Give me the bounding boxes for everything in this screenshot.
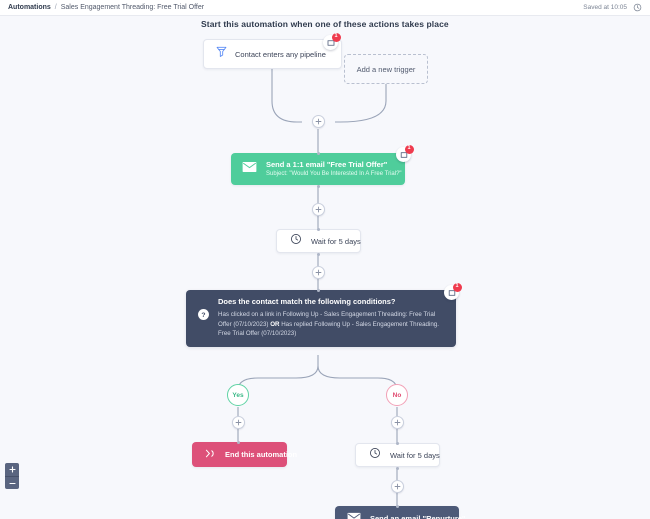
node-condition-branch[interactable]: ? Does the contact match the following c…: [186, 290, 456, 347]
email-node-badge[interactable]: 1: [396, 144, 414, 162]
node-title: Send a 1:1 email "Free Trial Offer": [266, 159, 388, 169]
node-send-email-renurture[interactable]: Send an email "Renurture": [335, 506, 465, 519]
node-end-automation[interactable]: End this automation: [192, 442, 297, 467]
badge-count: 1: [452, 282, 462, 292]
breadcrumb-current: Sales Engagement Threading: Free Trial O…: [60, 4, 205, 11]
funnel-filter-icon: [215, 45, 228, 63]
saved-status-label: Saved at 10:05: [583, 4, 627, 11]
node-anchor-top: [316, 288, 320, 292]
add-step-button-no-branch[interactable]: [390, 416, 404, 429]
end-flag-icon: [204, 446, 216, 464]
node-anchor-bottom: [316, 252, 320, 256]
breadcrumb-root-link[interactable]: Automations: [8, 4, 51, 11]
flow-connectors: [237, 68, 398, 506]
trigger-label: Contact enters any pipeline: [235, 49, 326, 59]
node-wait-5-days-1[interactable]: Wait for 5 days: [276, 229, 361, 253]
node-anchor-top: [395, 504, 399, 508]
zoom-out-button[interactable]: [5, 476, 19, 489]
automation-canvas[interactable]: Start this automation when one of these …: [0, 16, 650, 519]
condition-description: Has clicked on a link in Following Up - …: [218, 310, 445, 339]
branch-pill-yes[interactable]: Yes: [227, 384, 249, 406]
node-title: Wait for 5 days: [390, 450, 440, 460]
history-clock-icon[interactable]: [633, 3, 642, 12]
badge-count: 1: [404, 144, 414, 154]
node-anchor-top: [316, 227, 320, 231]
trigger-card-contact-enters-pipeline[interactable]: Contact enters any pipeline: [203, 39, 342, 69]
condition-clause-2: Has replied Following Up - Sales Engagem…: [218, 320, 439, 338]
trigger-badge[interactable]: 1: [323, 32, 341, 50]
condition-node-badge[interactable]: 1: [444, 282, 462, 300]
condition-operator: OR: [270, 320, 280, 328]
clock-icon: [369, 446, 381, 464]
badge-count: 1: [331, 32, 341, 42]
add-step-button-yes-branch[interactable]: [231, 416, 245, 429]
zoom-controls[interactable]: [5, 463, 19, 489]
node-subtitle: Subject: "Would You Be Interested In A F…: [266, 170, 402, 177]
add-step-button-after-wait-1[interactable]: [311, 266, 325, 279]
node-send-email-free-trial[interactable]: Send a 1:1 email "Free Trial Offer" Subj…: [231, 153, 405, 185]
node-anchor-top: [395, 441, 399, 445]
svg-text:?: ?: [201, 312, 205, 319]
node-title: End this automation: [225, 450, 298, 459]
add-trigger-label: Add a new trigger: [356, 64, 416, 74]
clock-icon: [290, 232, 302, 250]
condition-title: Does the contact match the following con…: [218, 297, 396, 306]
node-anchor-bottom: [395, 466, 399, 470]
trigger-card-add-new-trigger[interactable]: Add a new trigger: [344, 54, 428, 84]
node-wait-5-days-2[interactable]: Wait for 5 days: [355, 443, 440, 467]
node-title: Wait for 5 days: [311, 236, 361, 246]
node-anchor-top: [236, 440, 240, 444]
add-step-button-after-wait-2[interactable]: [390, 480, 404, 493]
envelope-icon: [242, 160, 257, 178]
condition-body: Does the contact match the following con…: [218, 297, 445, 339]
add-step-button-after-email[interactable]: [311, 203, 325, 216]
top-breadcrumb-bar: Automations / Sales Engagement Threading…: [0, 0, 650, 16]
node-anchor-top: [316, 151, 320, 155]
topbar-right-group: Saved at 10:05: [583, 3, 642, 12]
add-step-button-merge[interactable]: [311, 115, 325, 128]
condition-clause-1: Has clicked on a link in Following Up - …: [218, 311, 436, 328]
branch-pill-no[interactable]: No: [386, 384, 408, 406]
canvas-headline: Start this automation when one of these …: [201, 19, 449, 29]
node-anchor-bottom: [316, 184, 320, 188]
envelope-icon: [347, 510, 361, 519]
question-mark-icon: ?: [197, 297, 210, 339]
node-title: Send an email "Renurture": [370, 514, 466, 519]
breadcrumb-separator: /: [54, 4, 57, 11]
zoom-in-button[interactable]: [5, 463, 19, 476]
